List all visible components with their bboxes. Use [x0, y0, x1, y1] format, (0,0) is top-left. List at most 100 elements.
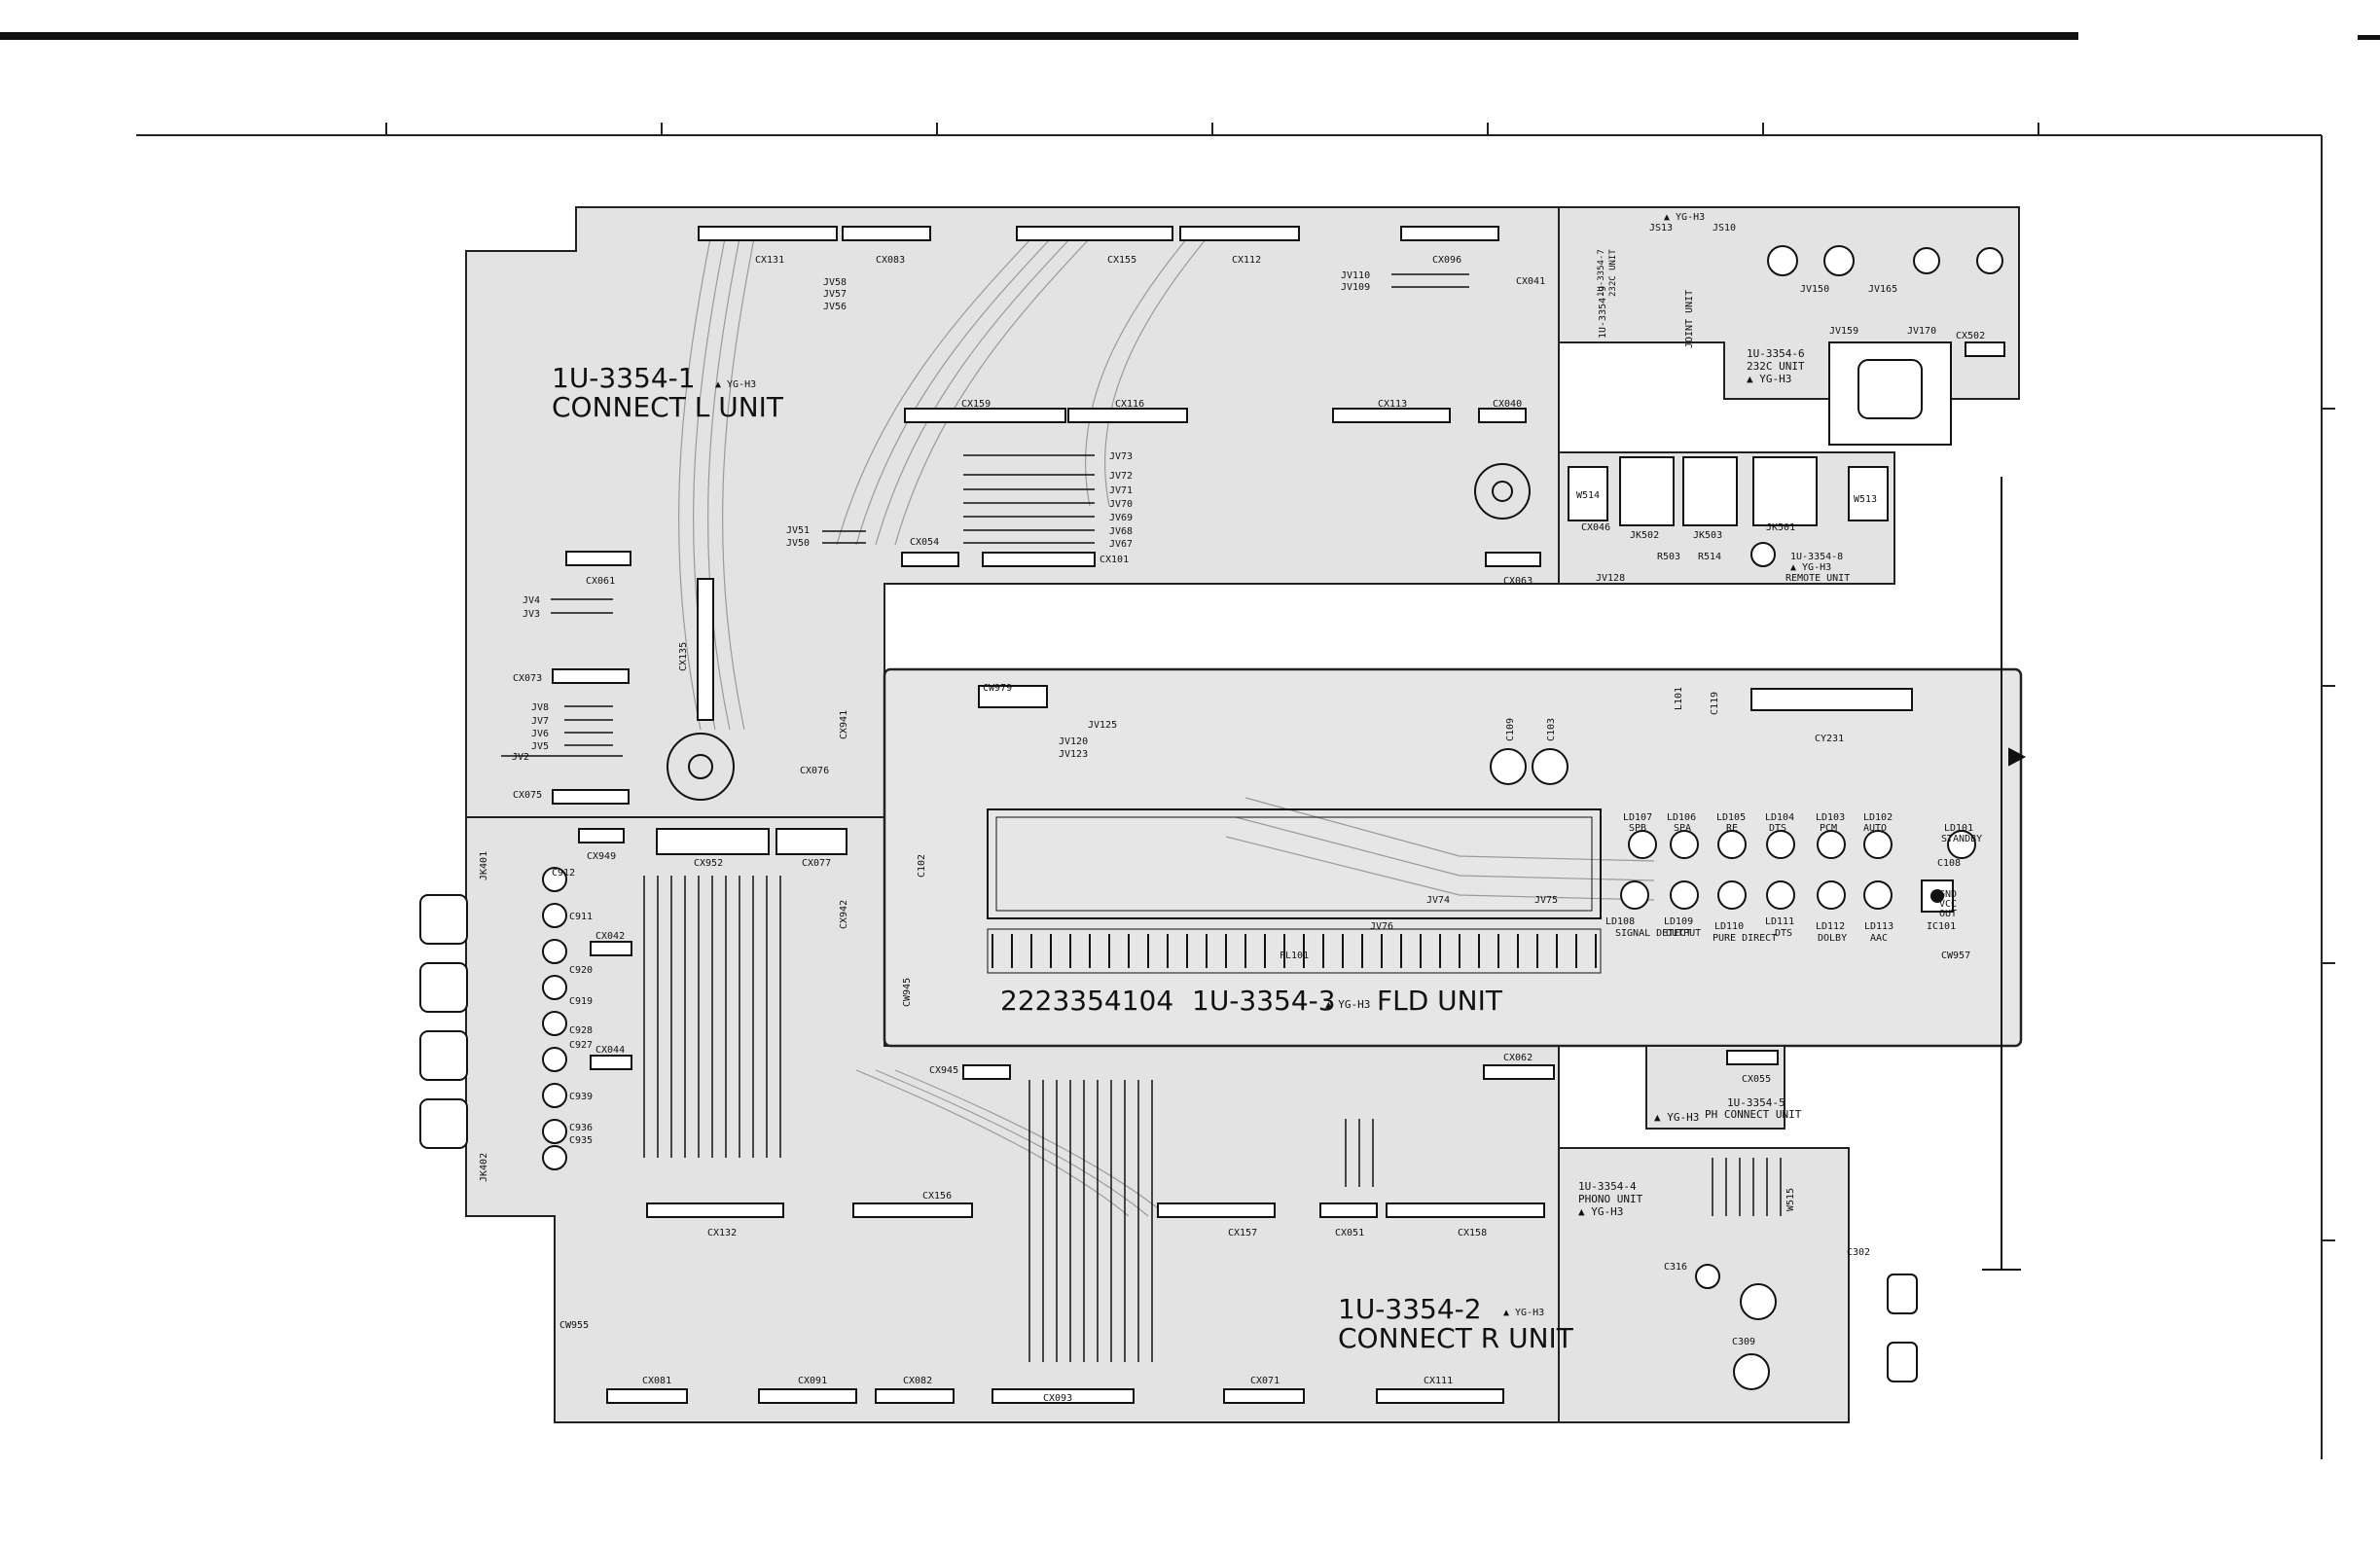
svg-text:LD108: LD108 [1605, 916, 1635, 927]
svg-text:DTS: DTS [1775, 928, 1792, 939]
connector-cx116 [1067, 408, 1188, 423]
jumper-links [501, 273, 1469, 757]
svg-text:C109: C109 [1505, 718, 1516, 741]
svg-text:JK502: JK502 [1630, 530, 1659, 541]
connector-cx042 [590, 941, 632, 956]
svg-text:CX157: CX157 [1228, 1228, 1257, 1238]
unit-code-small-232c: 1U-3354-7 [1597, 249, 1606, 297]
unit-code-connect-r: 1U-3354-2 [1338, 1293, 1482, 1325]
svg-text:LD102: LD102 [1863, 812, 1893, 823]
unit-mark-ph-connect: ▲ YG-H3 [1654, 1111, 1699, 1124]
connector-cx101 [982, 552, 1096, 567]
svg-text:W515: W515 [1785, 1188, 1796, 1211]
svg-text:W513: W513 [1854, 494, 1877, 505]
svg-text:JS10: JS10 [1713, 223, 1736, 233]
svg-text:CX113: CX113 [1378, 399, 1407, 410]
connector-cx952 [656, 828, 770, 855]
svg-text:LD110: LD110 [1714, 921, 1744, 932]
svg-text:STANDBY: STANDBY [1941, 834, 1982, 844]
fld-pin-row [992, 934, 1597, 968]
connector-row [552, 226, 2005, 1404]
connector-cx051 [1319, 1202, 1378, 1218]
svg-text:CW955: CW955 [559, 1320, 589, 1331]
svg-text:CX156: CX156 [922, 1191, 952, 1202]
svg-text:CW957: CW957 [1941, 951, 1970, 961]
svg-text:VCC: VCC [1939, 899, 1957, 910]
svg-text:C102: C102 [917, 854, 927, 878]
svg-text:JK503: JK503 [1693, 530, 1722, 541]
svg-text:JV57: JV57 [823, 289, 847, 300]
svg-text:CX081: CX081 [642, 1376, 671, 1386]
svg-text:JV3: JV3 [523, 609, 540, 620]
connector-cx502 [1965, 341, 2005, 357]
unit-name-phono: PHONO UNIT [1578, 1193, 1643, 1205]
connector-cx075 [552, 789, 630, 805]
connector-cx131 [698, 226, 838, 241]
svg-text:CX952: CX952 [694, 858, 723, 869]
svg-text:R514: R514 [1698, 552, 1721, 562]
svg-text:CX071: CX071 [1250, 1376, 1280, 1386]
svg-text:JV72: JV72 [1109, 471, 1133, 482]
unit-name-fld: FLD UNIT [1377, 985, 1503, 1017]
capacitors [542, 245, 2003, 1390]
svg-text:CX101: CX101 [1100, 555, 1129, 565]
svg-text:C119: C119 [1710, 692, 1720, 715]
svg-text:JV4: JV4 [523, 595, 540, 606]
connector-cx061 [565, 551, 631, 566]
svg-text:C927: C927 [569, 1040, 593, 1051]
svg-text:CX055: CX055 [1742, 1074, 1771, 1085]
svg-text:CX093: CX093 [1043, 1393, 1072, 1404]
svg-text:JV159: JV159 [1829, 326, 1858, 337]
unit-mark-connect-r: ▲ YG-H3 [1503, 1308, 1544, 1318]
fld-led-labels: LD107 SPB LD106 SPA LD105 RE LD104 DTS L… [1605, 812, 1982, 944]
corner-mark [2358, 35, 2380, 40]
svg-text:CX042: CX042 [595, 931, 625, 942]
connector-cx158 [1386, 1202, 1545, 1218]
svg-text:JV58: JV58 [823, 277, 847, 288]
unit-name-connect-r: CONNECT R UNIT [1338, 1322, 1574, 1354]
rca-jacks [419, 894, 1918, 1382]
svg-text:JK401: JK401 [479, 851, 489, 880]
connector-cx159 [904, 408, 1066, 423]
connector-cx091 [758, 1388, 857, 1404]
svg-text:CX945: CX945 [929, 1065, 958, 1076]
svg-text:JV2: JV2 [512, 752, 529, 763]
svg-text:GND: GND [1939, 889, 1957, 900]
connector-cx945 [962, 1064, 1011, 1080]
svg-text:C911: C911 [569, 912, 593, 922]
led-ld101 [1947, 830, 1976, 859]
svg-text:SPA: SPA [1674, 823, 1691, 834]
svg-text:CX155: CX155 [1107, 255, 1136, 266]
top-border-rule [0, 32, 2078, 40]
svg-text:IC101: IC101 [1927, 921, 1956, 932]
jumper-labels-mid: JV73 JV72 JV71 JV70 JV69 JV68 JV67 JV110… [1109, 270, 1370, 550]
svg-text:OUTPUT: OUTPUT [1666, 928, 1701, 939]
svg-text:LD101: LD101 [1944, 823, 1973, 834]
input-jack-labels: JK401 JK402 C912 C911 C920 C919 C928 C92… [479, 851, 593, 1182]
svg-text:CX062: CX062 [1503, 1053, 1533, 1063]
svg-text:AAC: AAC [1870, 933, 1888, 944]
svg-text:JV165: JV165 [1868, 284, 1897, 295]
svg-text:JV110: JV110 [1341, 270, 1370, 281]
svg-text:DTS: DTS [1769, 823, 1786, 834]
led-ld113 [1863, 880, 1893, 910]
svg-text:CX044: CX044 [595, 1045, 625, 1056]
unit-code-connect-l: 1U-3354-1 [552, 362, 696, 394]
unit-name-small-232c: 232C UNIT [1608, 249, 1618, 297]
ic101-chip [1921, 879, 1954, 913]
svg-text:CX073: CX073 [513, 673, 542, 684]
svg-text:LD107: LD107 [1623, 812, 1652, 823]
unit-name-232c: 232C UNIT [1747, 360, 1805, 373]
connector-cx155 [1016, 226, 1173, 241]
unit-mark-connect-l: ▲ YG-H3 [715, 379, 756, 390]
svg-text:CX046: CX046 [1581, 522, 1610, 533]
svg-text:JK501: JK501 [1766, 522, 1795, 533]
svg-text:CX135: CX135 [678, 642, 689, 671]
connector-cx054 [901, 552, 959, 567]
connector-cx082 [875, 1388, 955, 1404]
svg-text:C103: C103 [1546, 718, 1557, 741]
led-ld107 [1628, 830, 1657, 859]
svg-text:CX132: CX132 [707, 1228, 737, 1238]
svg-text:CX096: CX096 [1432, 255, 1461, 266]
